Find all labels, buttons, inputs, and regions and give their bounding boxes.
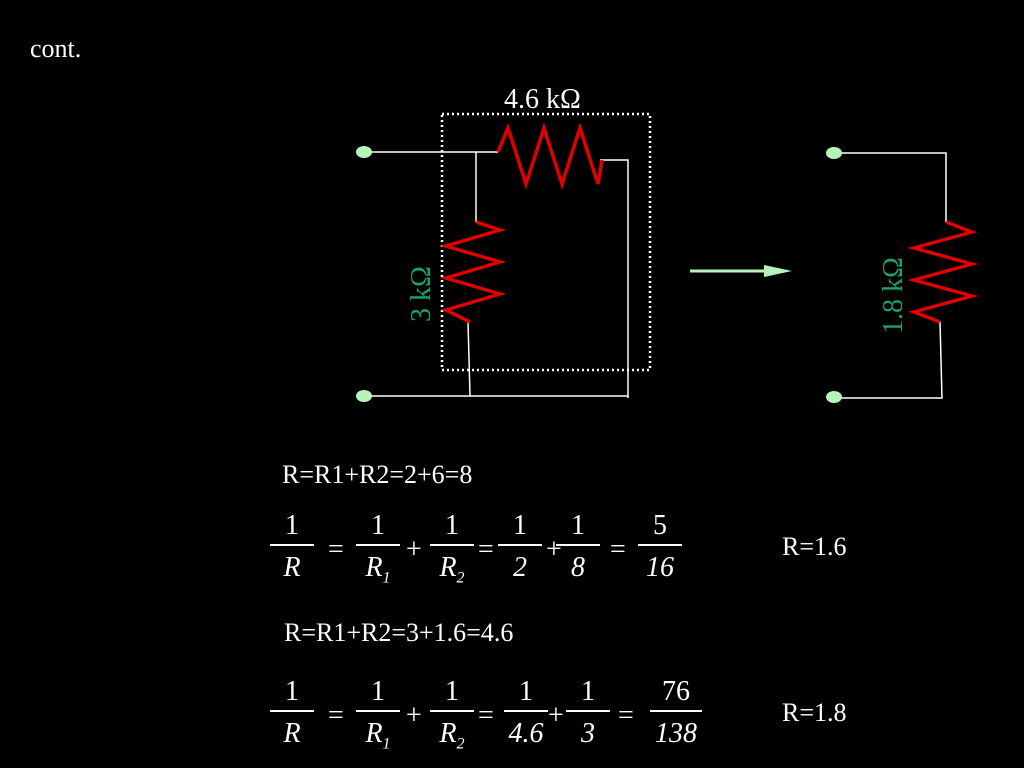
- fraction-4: 1 3: [566, 676, 610, 750]
- fraction-r1: 1 R1: [356, 676, 400, 753]
- plus-sign: +: [406, 534, 422, 565]
- terminal-right-bottom: [826, 391, 842, 403]
- fraction-3: 1 2: [498, 510, 542, 584]
- terminal-left-bottom: [356, 390, 372, 402]
- slide-title: cont.: [30, 34, 82, 63]
- terminal-right-top: [826, 147, 842, 159]
- resistor-top: [496, 122, 604, 190]
- equation-line-1: R=R1+R2=2+6=8: [282, 460, 473, 489]
- result-r-2: R=1.8: [782, 698, 847, 727]
- fraction-result: 5 16: [638, 510, 682, 584]
- equation-line-2: R=R1+R2=3+1.6=4.6: [284, 618, 514, 647]
- equivalent-box: [440, 112, 652, 372]
- left-circuit-wires: [370, 151, 629, 398]
- fraction-r2: 1 R2: [430, 510, 474, 587]
- fraction-lhs: 1 R: [270, 676, 314, 750]
- equals-sign: =: [328, 700, 344, 731]
- plus-sign: +: [546, 534, 562, 565]
- resistor-side: [439, 220, 507, 324]
- fraction-4: 1 8: [556, 510, 600, 584]
- fraction-lhs: 1 R: [270, 510, 314, 584]
- resistor-right: [907, 220, 979, 324]
- label-resistor-right: 1.8 kΩ: [878, 257, 909, 334]
- plus-sign: +: [548, 700, 564, 731]
- fraction-result: 76 138: [650, 676, 702, 750]
- equals-sign: =: [328, 534, 344, 565]
- label-resistor-side: 3 kΩ: [406, 266, 437, 322]
- equals-sign: =: [610, 534, 626, 565]
- result-r-1: R=1.6: [782, 532, 847, 561]
- right-circuit-wires: [840, 152, 947, 399]
- equals-sign: =: [618, 700, 634, 731]
- fraction-r2: 1 R2: [430, 676, 474, 753]
- equals-sign: =: [478, 700, 494, 731]
- fraction-3: 1 4.6: [504, 676, 548, 750]
- equivalence-arrow: [690, 265, 792, 277]
- plus-sign: +: [406, 700, 422, 731]
- terminal-left-top: [356, 146, 372, 158]
- fraction-r1: 1 R1: [356, 510, 400, 587]
- equals-sign: =: [478, 534, 494, 565]
- label-resistor-top: 4.6 kΩ: [504, 84, 581, 115]
